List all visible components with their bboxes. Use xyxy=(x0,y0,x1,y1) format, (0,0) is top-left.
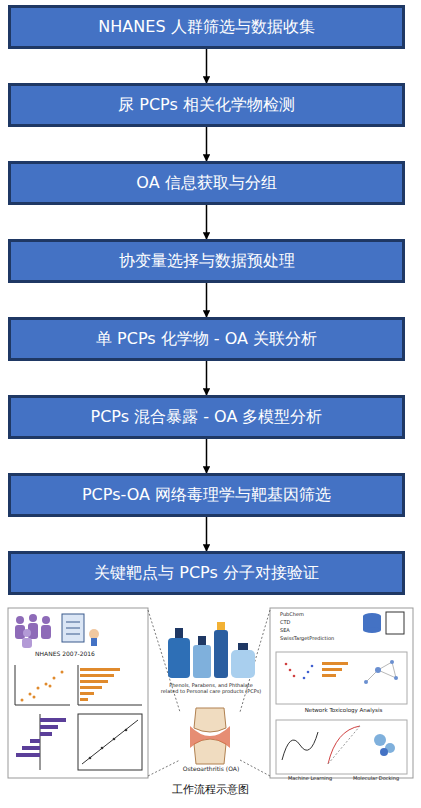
box-text: PCPs-OA 网络毒理学与靶基因筛选 xyxy=(76,485,337,504)
box-text: OA 信息获取与分组 xyxy=(130,173,282,192)
illustration-label: SwissTargetPrediction xyxy=(280,636,360,642)
clipboard-icon xyxy=(62,614,99,646)
illustration-label: Phenols, Parabens, and Phthalate related… xyxy=(160,683,262,694)
box-text: 协变量选择与数据预处理 xyxy=(113,251,301,270)
box-text: 单 PCPs 化学物 - OA 关联分析 xyxy=(90,329,323,348)
weights-chart xyxy=(16,714,66,770)
box-text: 尿 PCPs 相关化学物检测 xyxy=(112,95,301,114)
illustration-label: Osteoarthritis (OA) xyxy=(172,766,250,773)
scatter-plot xyxy=(15,665,70,705)
illustration-label: CTD xyxy=(280,620,320,626)
ml-docking xyxy=(276,720,407,774)
flow-arrow xyxy=(206,361,208,395)
toxicology-panel xyxy=(270,608,413,778)
illustration-label: Molecular Docking xyxy=(346,776,406,782)
process-box: 协变量选择与数据预处理 xyxy=(8,239,405,283)
nhanes-panel xyxy=(8,608,148,778)
process-box: 尿 PCPs 相关化学物检测 xyxy=(8,83,405,127)
process-box: 单 PCPs 化学物 - OA 关联分析 xyxy=(8,317,405,361)
box-text: NHANES 人群筛选与数据收集 xyxy=(92,17,320,36)
illustration-label: SEA xyxy=(280,628,320,634)
box-text: PCPs 混合暴露 - OA 多模型分析 xyxy=(85,407,329,426)
knee-joint xyxy=(190,708,230,764)
flow-arrow xyxy=(206,49,208,83)
database-icon xyxy=(363,612,404,634)
illustration-label: Machine Learning xyxy=(280,776,340,782)
process-box: NHANES 人群筛选与数据收集 xyxy=(8,5,405,49)
people-icon xyxy=(15,614,51,648)
dotted-guide xyxy=(148,610,270,776)
flow-arrow xyxy=(206,205,208,239)
flow-arrow xyxy=(206,283,208,317)
flow-arrow xyxy=(206,439,208,473)
box-text: 关键靶点与 PCPs 分子对接验证 xyxy=(88,563,325,582)
illustration-label: NHANES 2007-2016 xyxy=(10,651,120,658)
bar-chart xyxy=(78,665,142,705)
illustration-label: PubChem xyxy=(280,612,320,618)
process-box: PCPs-OA 网络毒理学与靶基因筛选 xyxy=(8,473,405,517)
process-box: 关键靶点与 PCPs 分子对接验证 xyxy=(8,551,405,595)
pcp-bottles xyxy=(168,622,255,678)
flow-arrow xyxy=(206,517,208,551)
flow-arrow xyxy=(206,127,208,161)
network-analysis xyxy=(276,652,407,704)
illustration-label: Network Toxicology Analysis xyxy=(280,707,407,713)
figure-caption: 工作流程示意图 xyxy=(0,782,421,797)
line-plot xyxy=(78,714,142,770)
process-box: OA 信息获取与分组 xyxy=(8,161,405,205)
process-box: PCPs 混合暴露 - OA 多模型分析 xyxy=(8,395,405,439)
